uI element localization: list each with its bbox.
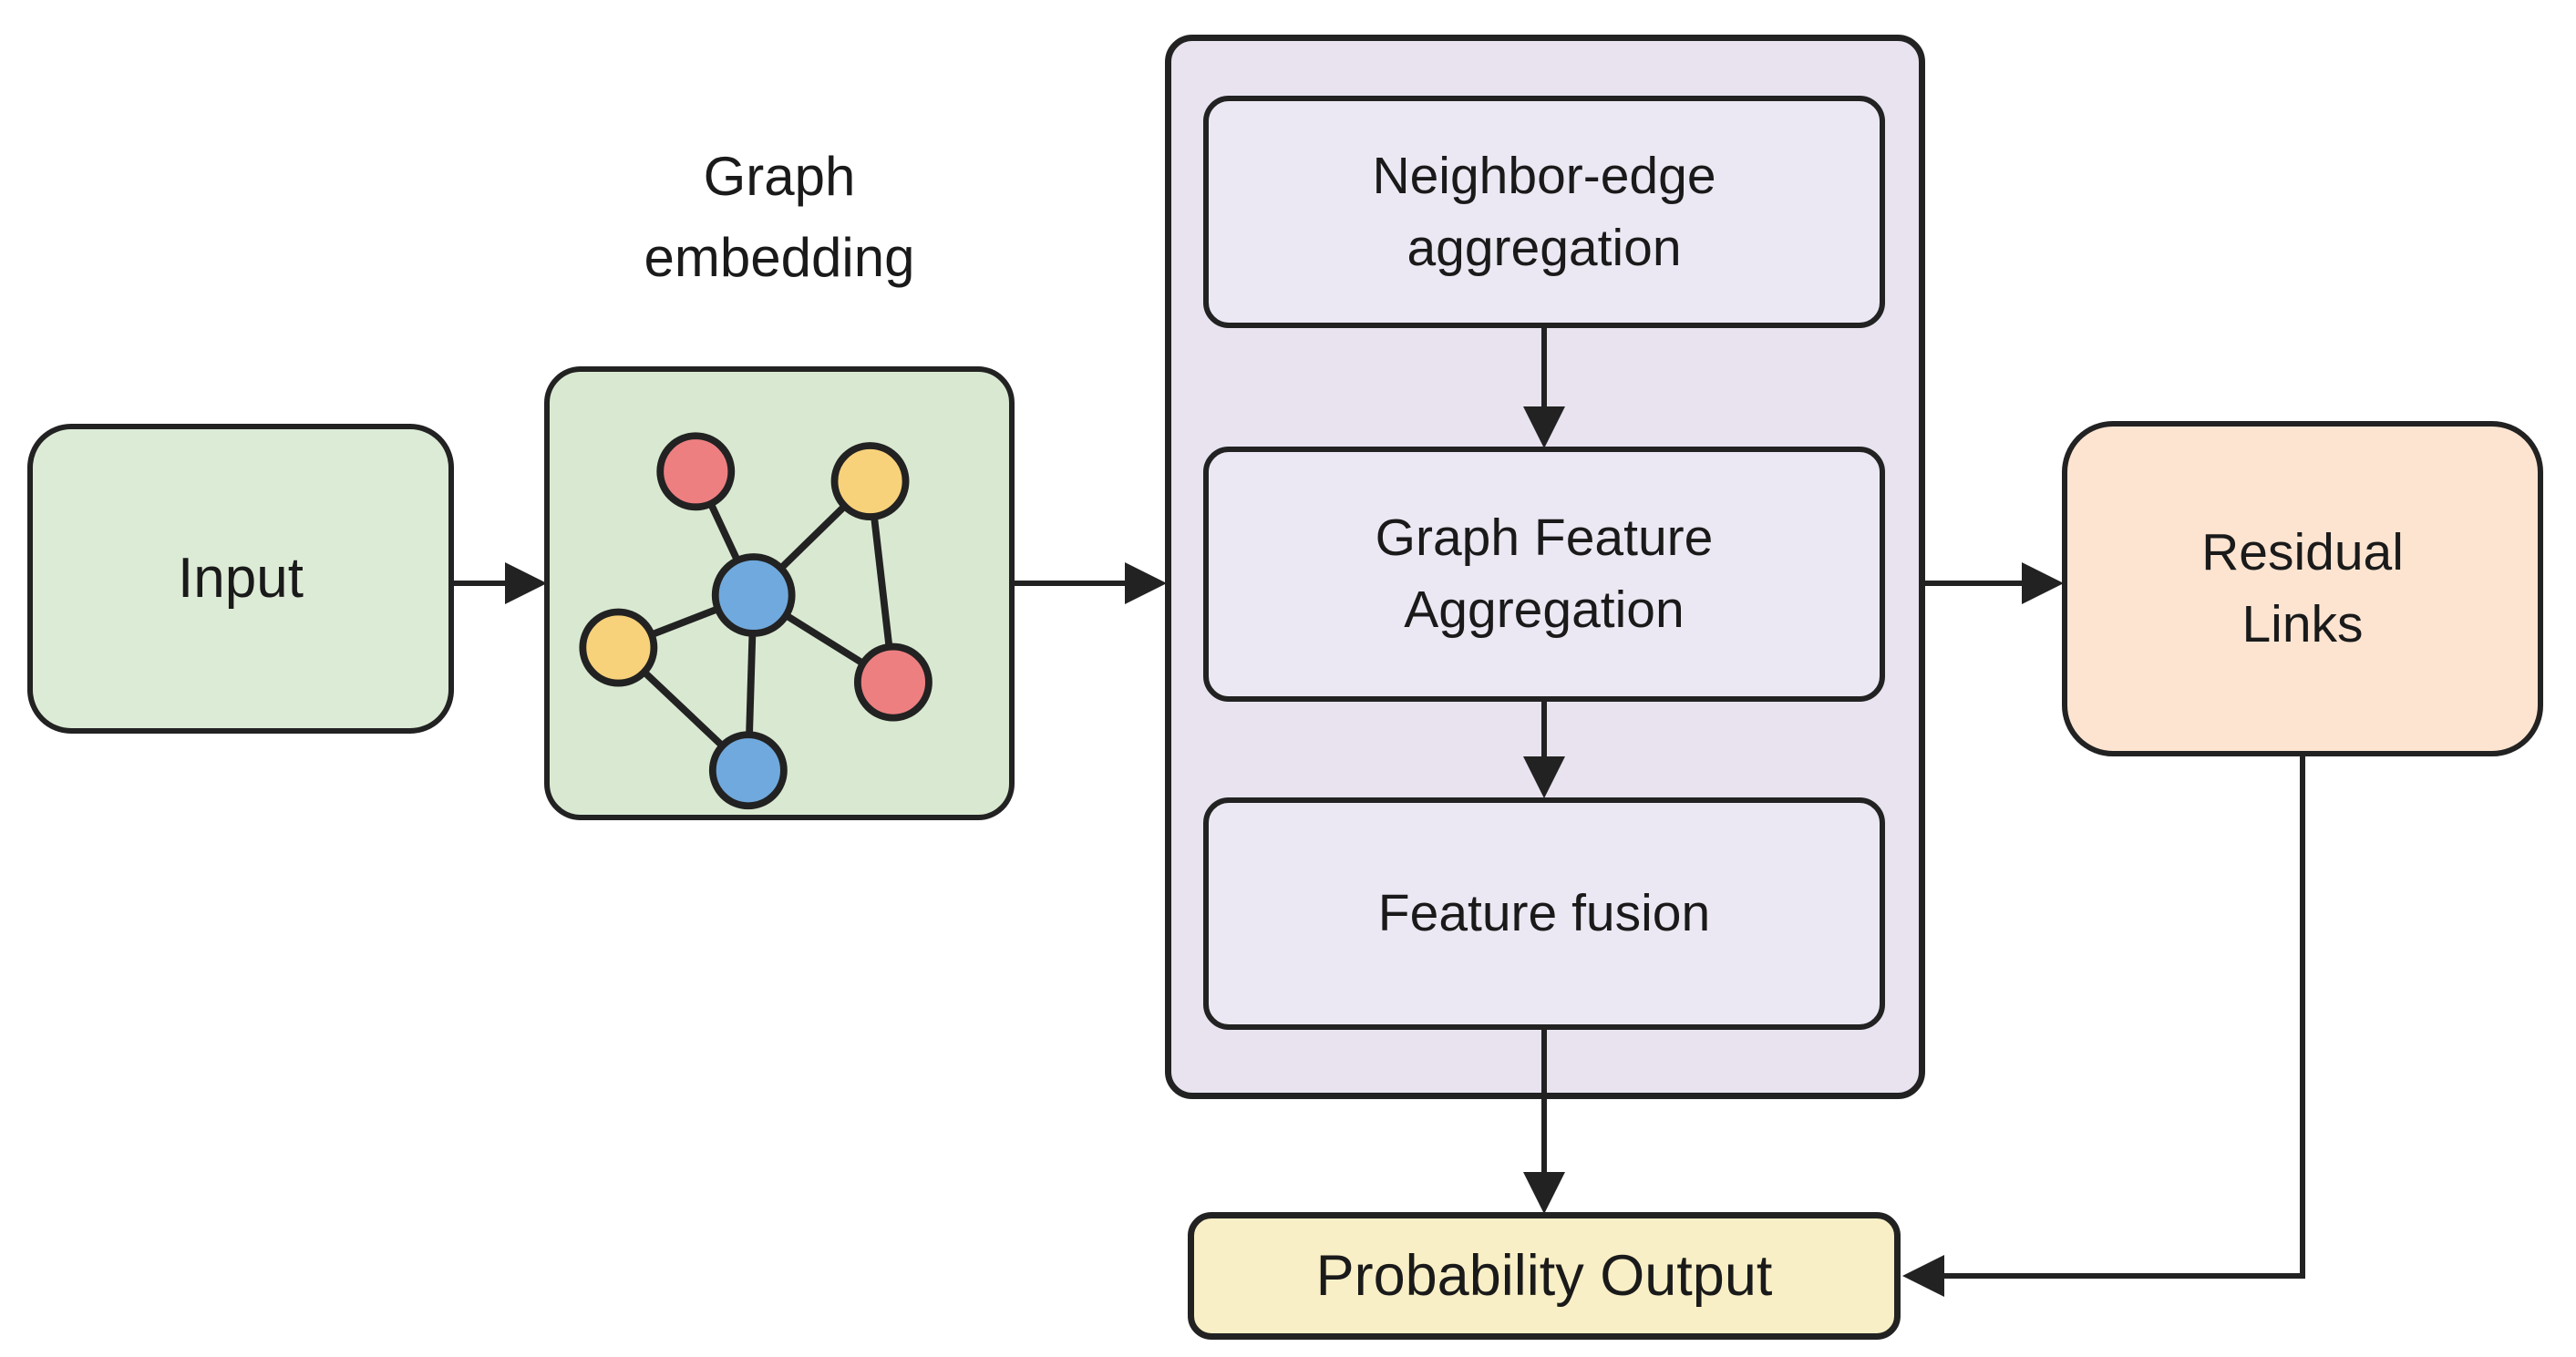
graph-network-icon (579, 432, 933, 810)
arrow-input-to-embedding-head (505, 562, 547, 604)
feature-fusion-box: Feature fusion (1203, 797, 1885, 1030)
connector-residual-to-output-head (1902, 1255, 1944, 1297)
input-box: Input (27, 424, 454, 734)
graph-node-red-icon (853, 643, 933, 722)
probability-output-label: Probability Output (1315, 1243, 1773, 1308)
arrow-fusion-to-output-head (1523, 1172, 1565, 1214)
graph-node-yellow-icon (579, 608, 658, 687)
graph-node-red-icon (656, 432, 736, 511)
graph-node-blue-icon (708, 731, 788, 810)
graph-embedding-caption: Graph embedding (644, 146, 915, 288)
graph-node-blue-icon (711, 553, 796, 637)
probability-output-box: Probability Output (1188, 1212, 1901, 1340)
feature-fusion-label: Feature fusion (1377, 884, 1711, 943)
arrow-modules-to-residual-head (2022, 562, 2064, 604)
residual-links-label: Residual Links (2201, 523, 2404, 653)
input-label: Input (178, 547, 304, 611)
neighbor-edge-aggregation-label: Neighbor-edge aggregation (1372, 146, 1716, 277)
graph-feature-aggregation-label: Graph Feature Aggregation (1375, 509, 1714, 639)
connector-residual-to-output (1942, 755, 2305, 1279)
graph-node-yellow-icon (830, 442, 910, 520)
neighbor-edge-aggregation-box: Neighbor-edge aggregation (1203, 96, 1885, 328)
graph-embedding-box (544, 366, 1015, 820)
graph-feature-aggregation-box: Graph Feature Aggregation (1203, 447, 1885, 702)
arrow-embedding-to-modules-head (1125, 562, 1167, 604)
residual-links-box: Residual Links (2062, 421, 2543, 756)
